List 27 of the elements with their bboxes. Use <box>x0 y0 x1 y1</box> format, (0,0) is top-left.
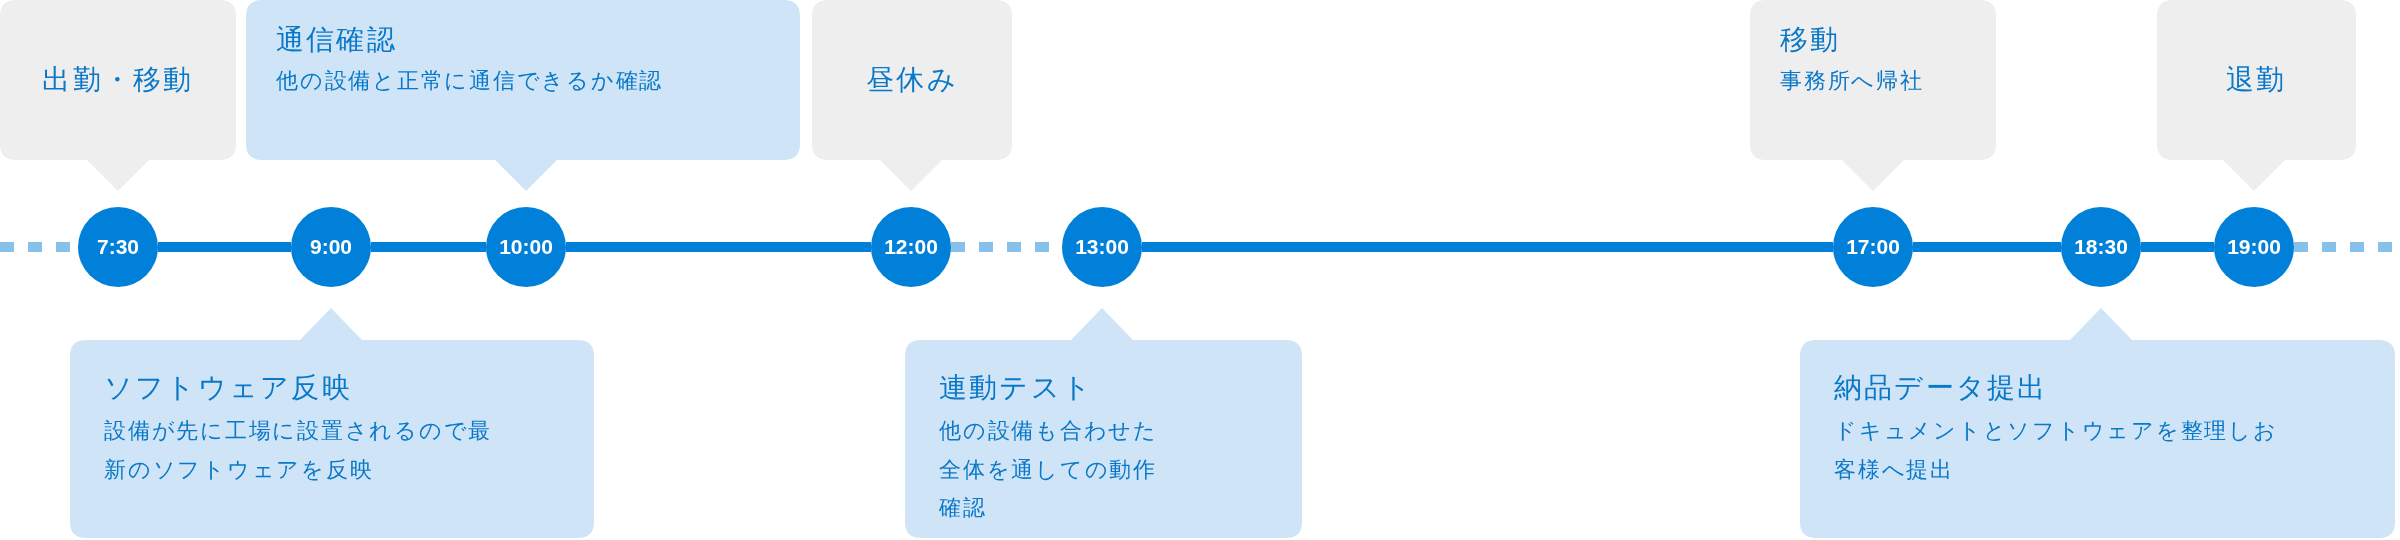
time-marker: 13:00 <box>1062 207 1142 287</box>
callout-title: 退勤 <box>2226 61 2287 98</box>
callout-title: 通信確認 <box>276 22 398 58</box>
timeline-segment <box>371 242 486 252</box>
time-marker: 9:00 <box>291 207 371 287</box>
callout-title: ソフトウェア反映 <box>104 370 353 406</box>
timeline-segment <box>1142 242 1833 252</box>
time-marker: 18:30 <box>2061 207 2141 287</box>
time-marker: 7:30 <box>78 207 158 287</box>
callout-title: 移動 <box>1780 22 1842 58</box>
callout-title: 昼休み <box>866 61 958 98</box>
time-marker: 10:00 <box>486 207 566 287</box>
timeline-segment <box>1913 242 2061 252</box>
callout-text: 事務所へ帰社 <box>1780 67 1925 96</box>
time-marker: 12:00 <box>871 207 951 287</box>
timeline-segment <box>158 242 291 252</box>
callout-text: 他の設備と正常に通信できるか確認 <box>276 67 665 96</box>
callout-title: 出勤・移動 <box>42 61 194 98</box>
time-marker: 19:00 <box>2214 207 2294 287</box>
timeline-segment <box>566 242 871 252</box>
callout-title: 納品データ提出 <box>1834 370 2049 406</box>
timeline-segment <box>2141 242 2214 252</box>
time-marker: 17:00 <box>1833 207 1913 287</box>
callout-text: 設備が先に工場に設置されるので最新のソフトウェアを反映 <box>104 417 494 484</box>
callout-text: ドキュメントとソフトウェアを整理しお客様へ提出 <box>1834 417 2279 484</box>
callout-text: 他の設備も合わせた全体を通しての動作確認 <box>939 417 1159 523</box>
callout-title: 連動テスト <box>939 370 1095 406</box>
